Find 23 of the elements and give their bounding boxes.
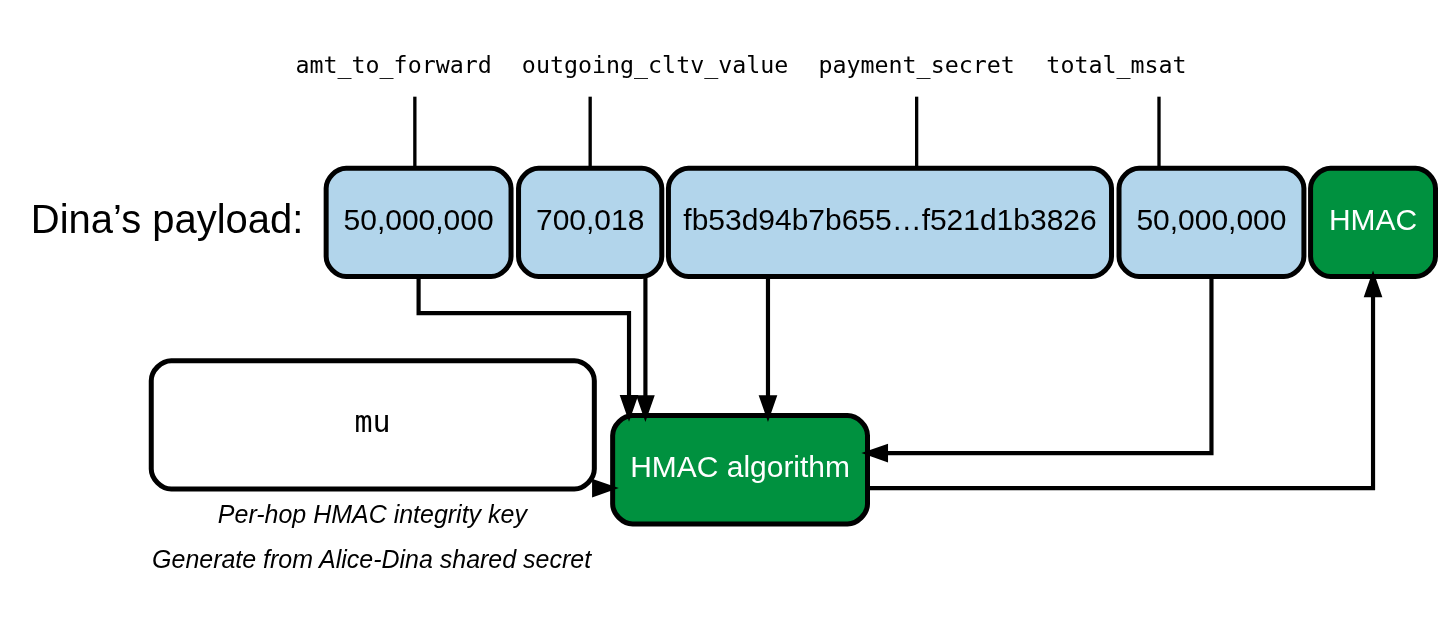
arrow (636, 276, 655, 422)
arrow (592, 478, 619, 498)
arrow (868, 270, 1383, 491)
label: Dina’s payload: (30, 196, 304, 241)
arrow (416, 276, 639, 422)
node-label: Generate from Alice-Dina shared secret (152, 545, 592, 574)
connector (588, 96, 592, 168)
node-box: 50,000,000 (1116, 165, 1307, 279)
node-box: 700,018 (516, 165, 665, 279)
connector (413, 96, 417, 168)
arrow (861, 277, 1214, 463)
node-text: outgoing_cltv_value (521, 50, 789, 78)
connector (1157, 96, 1161, 168)
node-box: HMAC (1308, 165, 1438, 279)
node-label: Per-hop HMAC integrity key (217, 500, 527, 529)
connector (914, 96, 919, 168)
arrow (758, 276, 778, 422)
node-box: HMAC algorithm (610, 413, 870, 527)
node-text: payment_secret (818, 50, 1015, 78)
node-box: 50,000,000 (323, 165, 514, 279)
node-text: amt_to_forward (295, 50, 492, 78)
node-text: total_msat (1046, 50, 1187, 78)
node-box: fb53d94b7b655…f521d1b3826 (665, 165, 1114, 279)
